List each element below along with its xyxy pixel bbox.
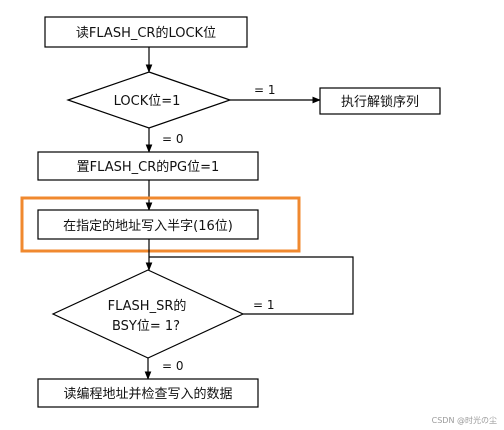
step-unlock-sequence-label: 执行解锁序列 xyxy=(341,94,419,110)
decision-bsy-line2: BSY位= 1? xyxy=(112,319,180,334)
step-read-lock-label: 读FLASH_CR的LOCK位 xyxy=(76,25,216,41)
decision-lock-check: LOCK位=1 xyxy=(66,71,232,129)
edge-lock-no-label: = 0 xyxy=(162,132,184,146)
decision-bsy-check: FLASH_SR的 BSY位= 1? xyxy=(51,269,245,359)
decision-bsy-line1: FLASH_SR的 xyxy=(108,298,187,314)
watermark: CSDN @时光の尘 xyxy=(432,415,497,425)
step-write-halfword-label: 在指定的地址写入半字(16位) xyxy=(63,218,233,234)
edge-bsy-no-label: = 0 xyxy=(162,359,184,373)
step-write-halfword: 在指定的地址写入半字(16位) xyxy=(37,209,259,240)
step-verify: 读编程地址并检查写入的数据 xyxy=(37,378,259,408)
step-set-pg: 置FLASH_CR的PG位=1 xyxy=(37,151,259,181)
edge-bsy-loop xyxy=(149,256,354,315)
highlight-frame xyxy=(20,196,301,253)
step-read-lock: 读FLASH_CR的LOCK位 xyxy=(44,16,248,48)
edge-lock-yes-label: = 1 xyxy=(254,83,276,97)
step-unlock-sequence: 执行解锁序列 xyxy=(319,87,441,115)
step-set-pg-label: 置FLASH_CR的PG位=1 xyxy=(77,159,220,175)
edge-bsy-yes-label: = 1 xyxy=(253,298,275,312)
step-verify-label: 读编程地址并检查写入的数据 xyxy=(63,386,232,402)
decision-lock-check-label: LOCK位=1 xyxy=(114,94,181,109)
